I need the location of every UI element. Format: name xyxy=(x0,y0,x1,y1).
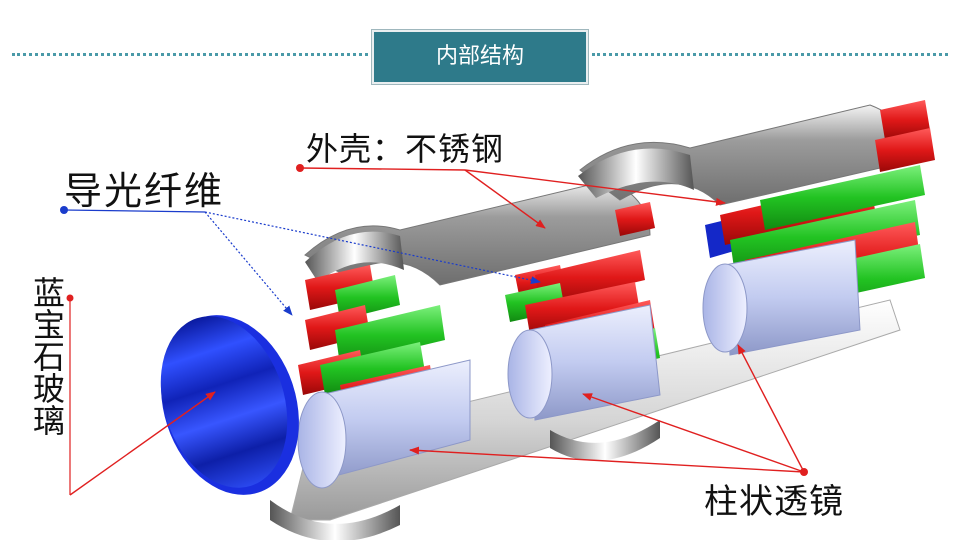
fiber-bundle-1 xyxy=(298,265,450,435)
rod-lens-2 xyxy=(507,304,661,421)
leader-lines xyxy=(60,164,808,496)
header-rule-left xyxy=(12,53,368,56)
header-rule-right xyxy=(592,53,948,56)
rod-lens-1 xyxy=(297,359,471,489)
label-shell: 外壳：不锈钢 xyxy=(306,130,505,168)
label-rod-lens: 柱状透镜 xyxy=(704,482,844,522)
label-fiber: 导光纤维 xyxy=(64,169,225,213)
label-sapphire-glass: 蓝宝石玻璃 xyxy=(28,276,66,436)
sapphire-glass-window xyxy=(160,315,299,495)
page-title: 内部结构 xyxy=(372,30,588,84)
rod-lens-3 xyxy=(702,239,861,356)
